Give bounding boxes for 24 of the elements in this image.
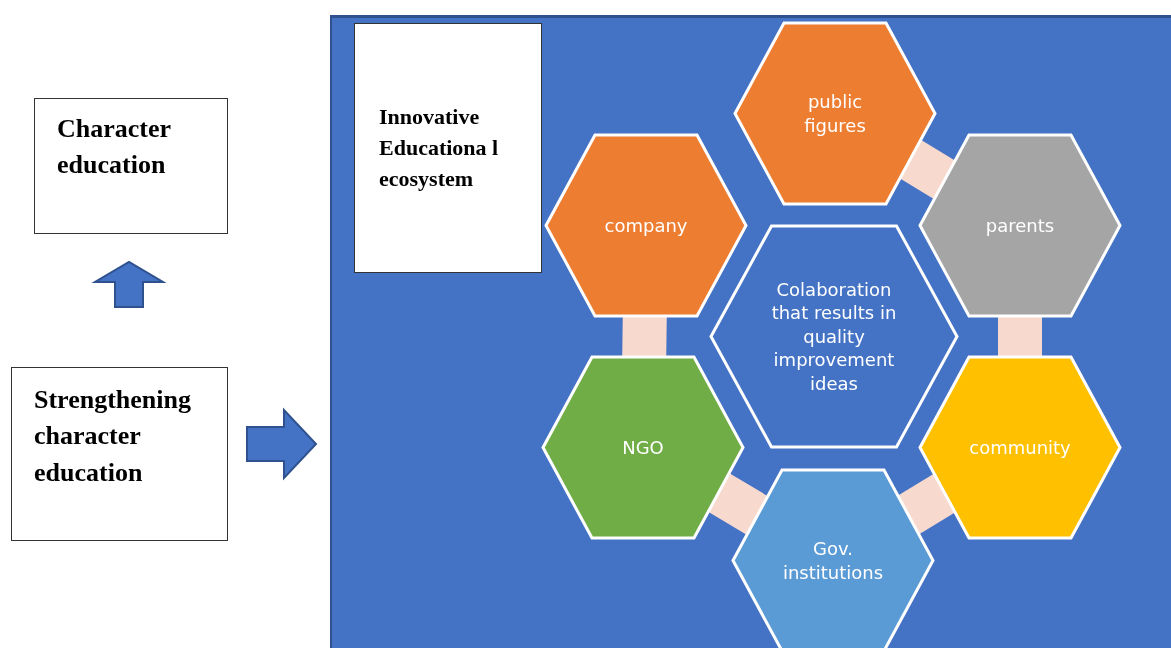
node-text: Character education xyxy=(57,113,172,182)
connector-band xyxy=(707,473,769,535)
node-text: parents xyxy=(985,213,1055,238)
text-box xyxy=(11,367,228,541)
text-box xyxy=(34,98,228,234)
node-text: Colaboration that results in quality improvement ideas xyxy=(770,278,898,395)
node-text: Gov. institutions xyxy=(782,537,884,584)
hexagon xyxy=(709,224,959,449)
hexagon xyxy=(918,133,1122,318)
node-text: public figures xyxy=(803,90,867,137)
hexagon xyxy=(731,468,935,648)
node-text: company xyxy=(604,213,688,238)
hexagon xyxy=(733,21,937,206)
text-box xyxy=(354,23,542,273)
node-text: Strengthening character education xyxy=(34,384,192,489)
hexagon xyxy=(918,355,1122,540)
hexagon xyxy=(544,133,748,318)
ecosystem-panel xyxy=(330,15,1171,648)
block-arrow xyxy=(91,260,167,308)
node-text: NGO xyxy=(622,435,664,460)
hexagon xyxy=(541,355,745,540)
block-arrow xyxy=(246,407,318,481)
node-text: community xyxy=(969,435,1071,460)
node-text: Innovative Educationa l ecosystem xyxy=(379,103,500,193)
